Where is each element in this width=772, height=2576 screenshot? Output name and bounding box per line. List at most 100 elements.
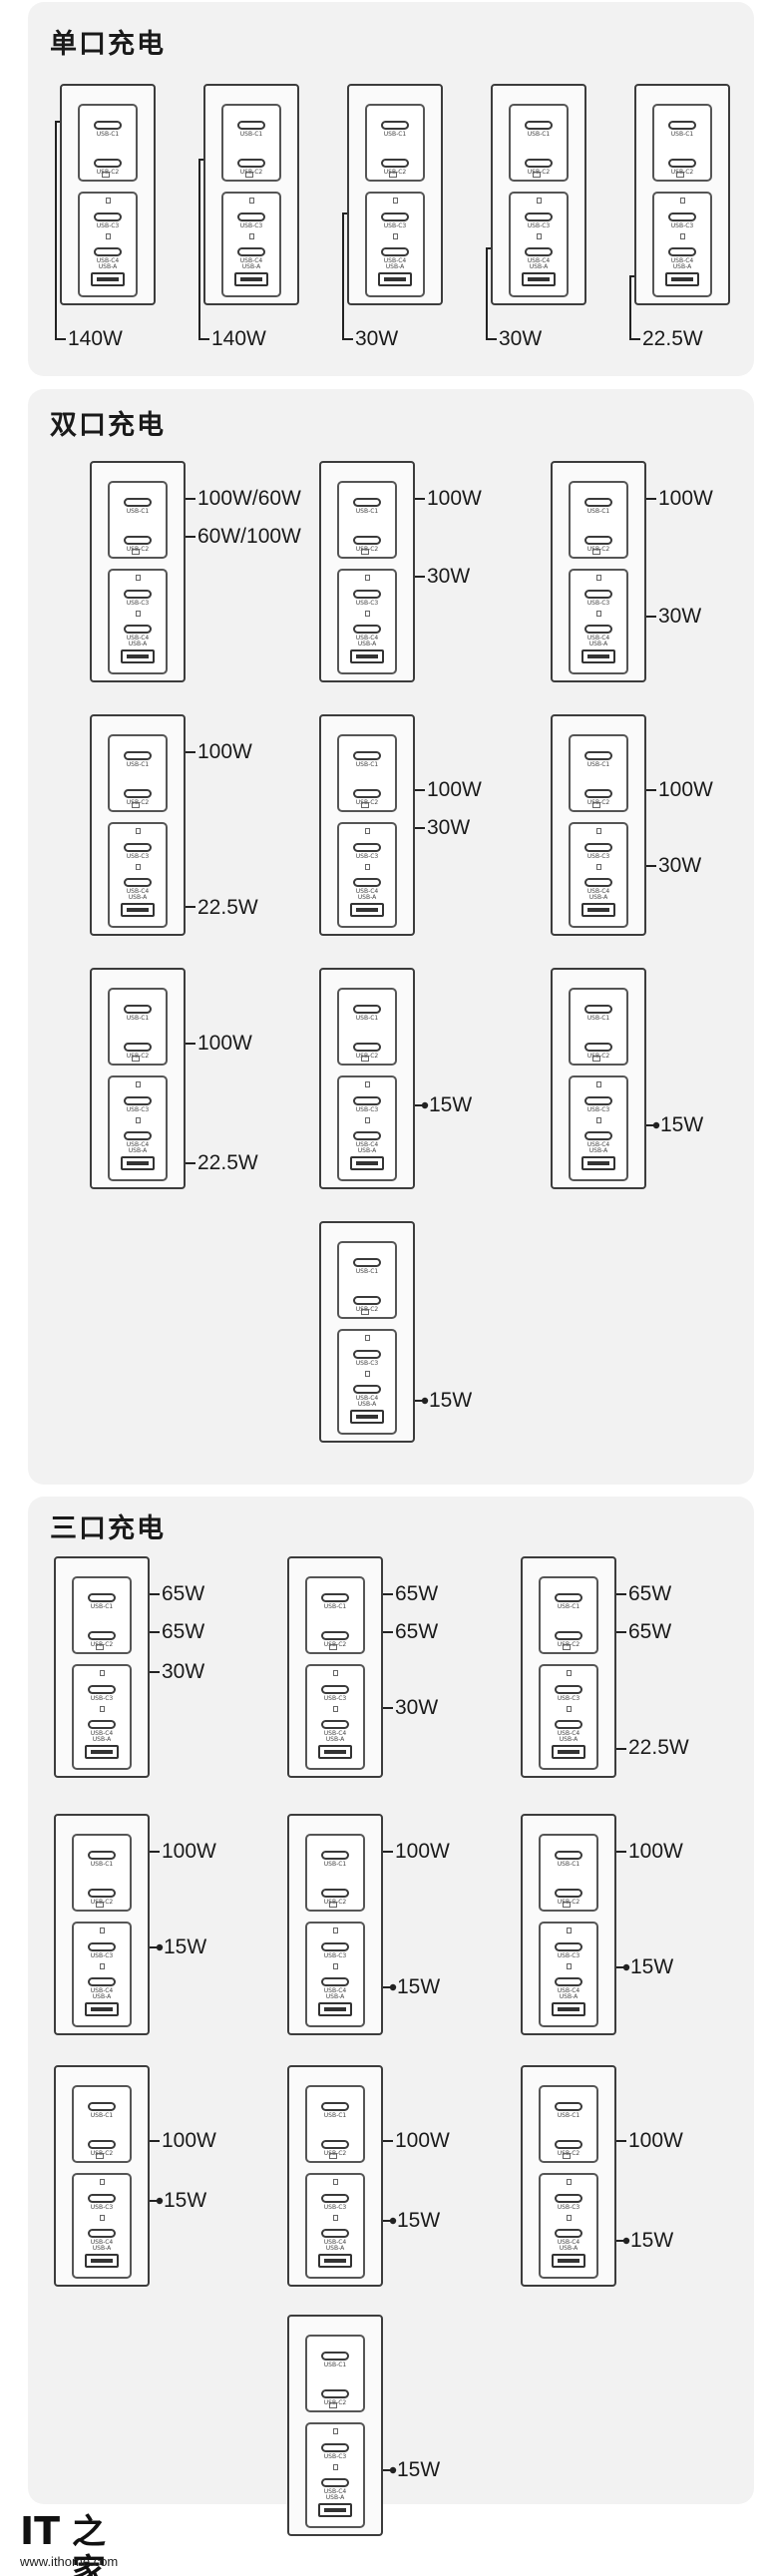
usb-c-port: [124, 878, 152, 887]
indicator: [365, 1081, 370, 1087]
port-label: USB-A: [357, 894, 377, 901]
usb-a-port: [350, 1156, 384, 1170]
power-label: 30W: [395, 1696, 439, 1719]
usb-c-port: [555, 1977, 582, 1986]
indicator: [361, 1056, 369, 1062]
indicator: [100, 2215, 105, 2221]
usb-c-port: [555, 1942, 582, 1951]
usb-c-port: [555, 2229, 582, 2238]
indicator: [333, 2464, 338, 2470]
power-label: 100W: [395, 2129, 450, 2152]
usb-c-port: [584, 789, 612, 798]
usb-c-port: [584, 1131, 612, 1140]
usb-a-port: [350, 903, 384, 917]
power-label: 22.5W: [642, 327, 703, 350]
port-label: USB-C3: [355, 600, 379, 607]
indicator: [680, 198, 685, 204]
indicator: [676, 172, 684, 178]
port-label: USB-A: [357, 1401, 377, 1408]
port-label: USB-A: [357, 1147, 377, 1154]
usb-c-port: [555, 1593, 582, 1602]
indicator: [249, 198, 254, 204]
section-title-single: 单口充电: [50, 29, 166, 60]
usb-c-port: [381, 247, 409, 256]
power-label: 30W: [658, 605, 702, 628]
indicator: [365, 611, 370, 617]
indicator: [567, 2179, 572, 2185]
indicator: [132, 1056, 140, 1062]
usb-c-port: [555, 1889, 582, 1898]
usb-c-port: [353, 625, 381, 634]
usb-c-port: [94, 159, 122, 168]
indicator: [537, 233, 542, 239]
port-label: USB-A: [325, 1736, 345, 1743]
indicator: [389, 172, 397, 178]
usb-a-port: [378, 272, 412, 286]
port-label: USB-A: [325, 1993, 345, 2000]
usb-c-port: [353, 590, 381, 599]
port-label: USB-C4: [323, 1987, 347, 1994]
port-label: USB-A: [325, 2245, 345, 2252]
usb-c-port: [353, 1385, 381, 1394]
usb-a-port: [350, 1410, 384, 1424]
port-label: USB-C4: [126, 635, 150, 642]
port-label: USB-A: [128, 641, 148, 647]
usb-c-port: [88, 1631, 116, 1640]
indicator: [333, 1963, 338, 1969]
indicator: [596, 1117, 601, 1123]
usb-c-port: [321, 1631, 349, 1640]
indicator: [361, 802, 369, 808]
indicator: [596, 1081, 601, 1087]
indicator: [132, 549, 140, 555]
port-label: USB-C1: [557, 1603, 580, 1610]
usb-c-port: [321, 1889, 349, 1898]
power-label: 15W: [429, 1093, 473, 1116]
usb-c-port: [94, 247, 122, 256]
port-label: USB-C4: [557, 1987, 580, 1994]
port-label: USB-A: [92, 1736, 112, 1743]
usb-c-port: [353, 536, 381, 545]
usb-c-port: [124, 1005, 152, 1014]
usb-c-port: [584, 536, 612, 545]
indicator: [563, 1644, 571, 1650]
usb-c-port: [555, 1851, 582, 1860]
section-title-triple: 三口充电: [50, 1513, 166, 1544]
power-label: 65W: [395, 1582, 439, 1605]
usb-c-port: [584, 590, 612, 599]
port-label: USB-C3: [239, 222, 263, 229]
usb-c-port: [555, 2194, 582, 2203]
logo-mark: IT: [20, 2509, 61, 2553]
port-label: USB-C3: [323, 2204, 347, 2211]
usb-c-port: [353, 878, 381, 887]
port-label: USB-C1: [96, 131, 120, 138]
indicator: [592, 1056, 600, 1062]
indicator: [333, 1670, 338, 1676]
usb-a-port: [121, 649, 155, 663]
usb-c-port: [321, 2443, 349, 2452]
port-label: USB-C1: [126, 1015, 150, 1022]
port-label: USB-C3: [96, 222, 120, 229]
port-label: USB-A: [559, 1993, 579, 2000]
usb-c-port: [88, 1720, 116, 1729]
usb-c-port: [555, 2140, 582, 2149]
port-label: USB-C1: [586, 761, 610, 768]
port-label: USB-C1: [126, 508, 150, 515]
power-label: 65W: [628, 1620, 672, 1643]
usb-a-port: [318, 2002, 352, 2016]
usb-c-port: [88, 1685, 116, 1694]
port-label: USB-C3: [355, 1106, 379, 1113]
